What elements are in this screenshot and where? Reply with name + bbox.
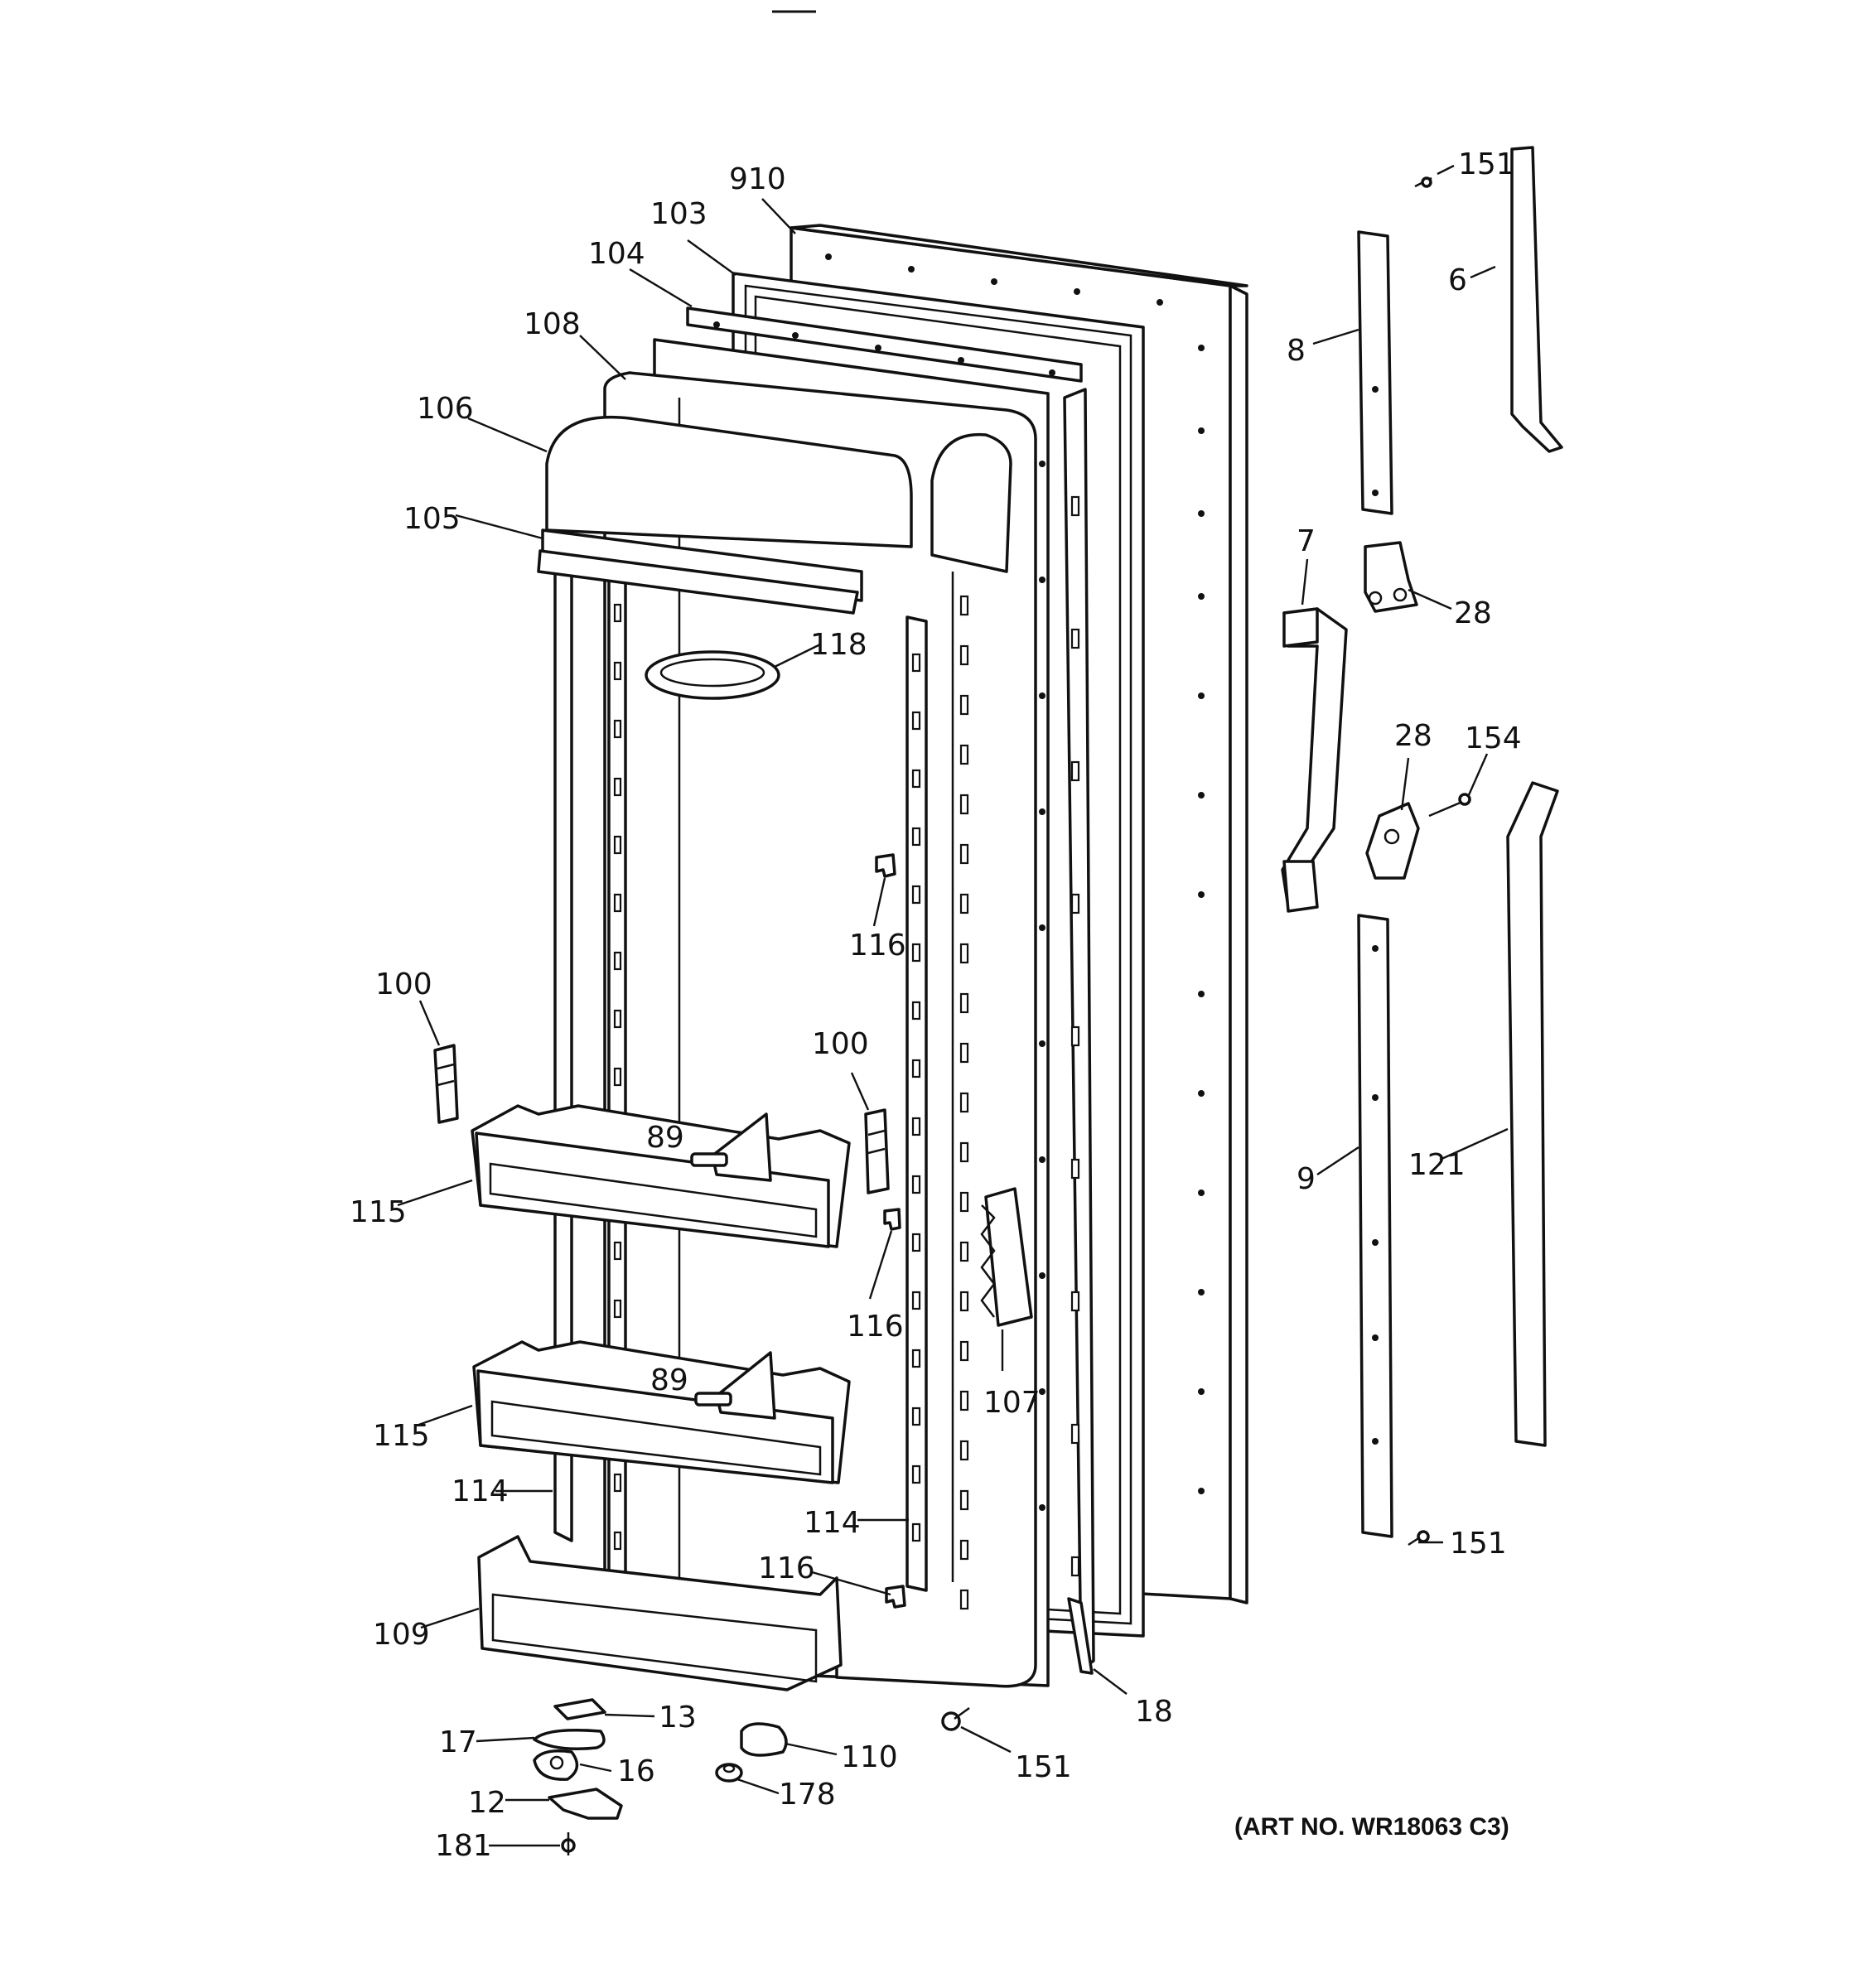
upper-mullion-strip bbox=[1357, 230, 1393, 515]
callout-178: 178 bbox=[779, 1778, 836, 1812]
screw-151-bottom bbox=[941, 1706, 970, 1731]
callout-107: 107 bbox=[983, 1386, 1041, 1420]
callout-7: 7 bbox=[1297, 524, 1316, 558]
shelf-bracket-left bbox=[433, 1044, 459, 1124]
callout-109: 109 bbox=[373, 1618, 430, 1652]
callout-18: 18 bbox=[1135, 1695, 1173, 1729]
art-number: (ART NO. WR18063 C3) bbox=[1234, 1813, 1509, 1841]
callout-105: 105 bbox=[403, 502, 461, 536]
door-handle bbox=[1281, 607, 1348, 913]
callout-108: 108 bbox=[524, 307, 581, 341]
lower-mullion-strip bbox=[1357, 914, 1393, 1538]
shelf-rail-right bbox=[905, 615, 928, 1592]
lower-handle-trim bbox=[1506, 781, 1559, 1447]
callout-13: 13 bbox=[659, 1701, 697, 1735]
callout-151-bottom: 151 bbox=[1015, 1750, 1072, 1784]
callout-118: 118 bbox=[810, 628, 867, 662]
handle-mount-upper bbox=[1364, 541, 1418, 613]
callout-154: 154 bbox=[1465, 721, 1522, 755]
inner-liner-body bbox=[603, 371, 1037, 1688]
callout-16: 16 bbox=[617, 1754, 655, 1788]
clip-lower bbox=[885, 1585, 906, 1609]
callout-100-right: 100 bbox=[812, 1027, 869, 1061]
callout-28-upper: 28 bbox=[1454, 596, 1492, 630]
handle-mount-lower bbox=[1365, 802, 1420, 880]
callout-151-right: 151 bbox=[1450, 1527, 1507, 1561]
leader-lines bbox=[397, 164, 1509, 1847]
callout-100-left: 100 bbox=[375, 967, 432, 1001]
callout-17: 17 bbox=[439, 1725, 477, 1759]
top-retainer-strip bbox=[686, 306, 1083, 383]
callout-114-left: 114 bbox=[452, 1474, 509, 1508]
cap-110 bbox=[740, 1722, 788, 1757]
washer-17 bbox=[533, 1729, 606, 1750]
hinge-12 bbox=[548, 1788, 623, 1820]
side-trim bbox=[1063, 388, 1095, 1671]
bushing-16 bbox=[533, 1749, 579, 1781]
screw-181 bbox=[561, 1832, 576, 1855]
screw-154 bbox=[1428, 793, 1471, 818]
callout-28-lower: 28 bbox=[1394, 719, 1432, 753]
callout-89-lower: 89 bbox=[650, 1363, 688, 1397]
callout-115-upper: 115 bbox=[350, 1195, 407, 1229]
screw-151-top bbox=[1414, 176, 1432, 188]
upper-handle-trim bbox=[1510, 146, 1563, 453]
callout-181: 181 bbox=[435, 1829, 492, 1863]
bottom-door-bin bbox=[477, 1535, 843, 1691]
bottom-trim-strip bbox=[1067, 1597, 1094, 1675]
callout-121: 121 bbox=[1408, 1148, 1466, 1182]
shelf-bracket-right bbox=[864, 1108, 890, 1194]
callout-910: 910 bbox=[729, 162, 786, 196]
callout-12: 12 bbox=[468, 1786, 506, 1820]
clip-upper bbox=[875, 853, 896, 878]
callout-116-upper: 116 bbox=[849, 929, 906, 963]
cap-178 bbox=[715, 1763, 743, 1783]
callout-104: 104 bbox=[588, 237, 645, 271]
door-shelf-lower bbox=[472, 1340, 851, 1484]
callout-labels: 910 103 104 108 106 105 118 116 100 100 … bbox=[350, 147, 1522, 1863]
callout-116-middle: 116 bbox=[847, 1310, 904, 1344]
callout-106: 106 bbox=[417, 392, 474, 426]
dairy-compartment bbox=[537, 416, 1012, 615]
clip-middle bbox=[883, 1208, 901, 1231]
callout-8: 8 bbox=[1287, 334, 1306, 368]
oval-light-lens bbox=[645, 650, 780, 700]
callout-115-lower: 115 bbox=[373, 1419, 430, 1453]
hinge-plate-13 bbox=[553, 1698, 606, 1720]
callout-114-right: 114 bbox=[804, 1506, 861, 1540]
callout-6: 6 bbox=[1448, 263, 1467, 297]
callout-89-upper: 89 bbox=[646, 1121, 684, 1155]
callout-110: 110 bbox=[841, 1740, 898, 1774]
callout-103: 103 bbox=[650, 197, 707, 231]
callout-9: 9 bbox=[1297, 1162, 1316, 1196]
callout-116-lower: 116 bbox=[758, 1551, 815, 1585]
hinge-bracket bbox=[980, 1187, 1033, 1327]
callout-151-top: 151 bbox=[1458, 147, 1515, 181]
door-shelf-upper bbox=[471, 1104, 851, 1248]
